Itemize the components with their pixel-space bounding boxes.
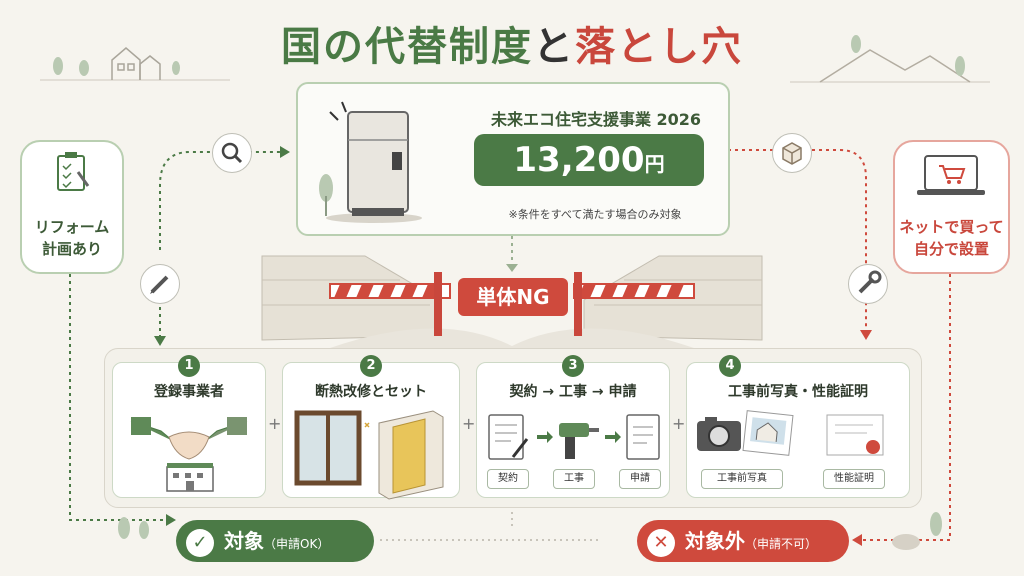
insulation-icon bbox=[378, 410, 444, 500]
building-icon bbox=[166, 463, 214, 492]
house-icon bbox=[111, 47, 161, 80]
step-number: 2 bbox=[360, 355, 382, 377]
document-icon bbox=[626, 414, 660, 460]
start-diy-install: ネットで買って 自分で設置 bbox=[893, 140, 1010, 274]
clipboard-icon bbox=[57, 152, 90, 191]
step-number: 4 bbox=[719, 355, 741, 377]
window-icon bbox=[294, 410, 444, 500]
process-icons bbox=[488, 414, 660, 460]
condition-note: ※条件をすべて満たす場合のみ対象 bbox=[508, 208, 682, 221]
tag-work: 工事 bbox=[553, 469, 595, 489]
step-photo-certificate: 4 工事前写真・性能証明 工事前写真 性能証明 bbox=[686, 355, 910, 498]
step-number: 1 bbox=[178, 355, 200, 377]
search-icon bbox=[212, 133, 252, 173]
step-registered-contractor: 1 登録事業者 bbox=[112, 355, 266, 498]
mountain-icon bbox=[819, 49, 971, 83]
plus-sign: + bbox=[462, 414, 476, 433]
tag-performance-certificate: 性能証明 bbox=[823, 469, 885, 489]
subsidy-amount: 13,200円 bbox=[474, 134, 704, 186]
handshake-icon bbox=[130, 417, 248, 460]
standalone-ng-badge: 単体NG bbox=[458, 278, 568, 316]
box-icon bbox=[772, 133, 812, 173]
barrier-gate bbox=[329, 272, 695, 336]
plus-sign: + bbox=[268, 414, 282, 433]
tag-pre-construction-photo: 工事前写真 bbox=[701, 469, 783, 489]
document-icon bbox=[488, 414, 529, 460]
start-reform-plan: リフォーム 計画あり bbox=[20, 140, 124, 274]
cross-icon: ✕ bbox=[647, 528, 675, 557]
tag-apply: 申請 bbox=[619, 469, 661, 489]
certificate-icon bbox=[826, 414, 884, 456]
evidence-icons bbox=[697, 410, 884, 456]
tag-contract: 契約 bbox=[487, 469, 529, 489]
step-insulation-set: 2 断熱改修とセット bbox=[282, 355, 460, 500]
check-icon: ✓ bbox=[186, 528, 214, 557]
laptop-cart-icon bbox=[917, 155, 985, 195]
pencil-icon bbox=[140, 264, 180, 304]
step-contract-work-apply: 3 契約 → 工事 → 申請 契約 工事 申請 bbox=[476, 355, 670, 498]
plus-sign: + bbox=[672, 414, 686, 433]
camera-icon bbox=[697, 417, 741, 451]
outcome-eligible: ✓対象（申請OK） bbox=[176, 520, 374, 562]
step-number: 3 bbox=[562, 355, 584, 377]
water-heater-icon bbox=[319, 101, 422, 223]
house-photo-icon bbox=[742, 410, 794, 456]
page-title: 国の代替制度と落とし穴 bbox=[281, 24, 743, 70]
program-name: 未来エコ住宅支援事業 2026 bbox=[490, 110, 702, 129]
outcome-ineligible: ✕対象外（申請不可） bbox=[637, 520, 849, 562]
wrench-icon bbox=[848, 264, 888, 304]
drill-icon bbox=[559, 423, 599, 459]
